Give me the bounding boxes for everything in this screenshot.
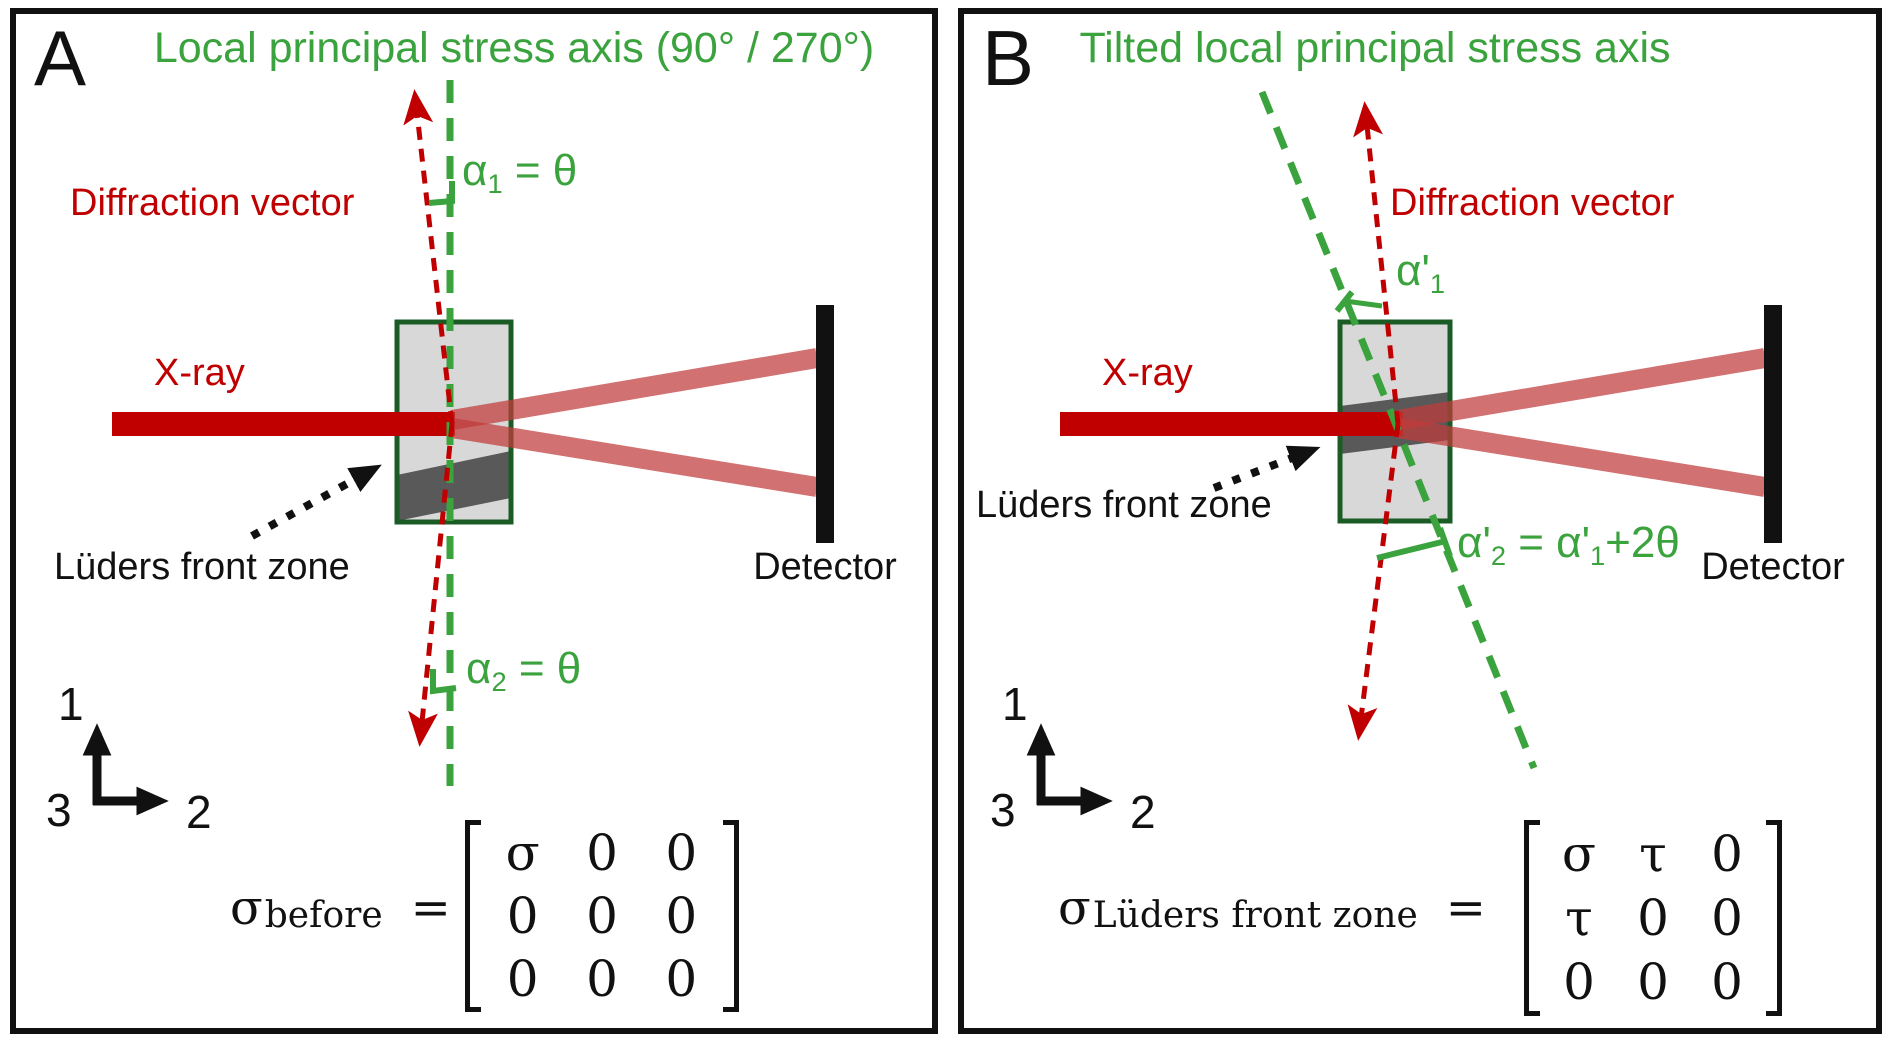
matrix-right-bracket xyxy=(723,820,739,1012)
axis-2-label-a: 2 xyxy=(186,786,212,838)
axis-3-label-b: 3 xyxy=(990,784,1016,836)
axis-3-label-a: 3 xyxy=(46,784,72,836)
stress-tensor-label-b: σ Lüders front zone = xyxy=(1058,880,1486,936)
matrix-cell: σ xyxy=(1561,825,1597,883)
matrix-cell: 0 xyxy=(1637,953,1669,1011)
matrix-cell: 0 xyxy=(665,886,698,945)
detector-label-b: Detector xyxy=(1701,546,1845,588)
matrix-cell: τ xyxy=(1639,825,1667,883)
xray-label-a: X-ray xyxy=(154,352,245,394)
luders-front-zone-label-b: Lüders front zone xyxy=(976,484,1272,526)
panel-label-b: B xyxy=(982,14,1035,102)
matrix-cell: 0 xyxy=(506,886,539,945)
panel-title-a: Local principal stress axis (90° / 270°) xyxy=(153,24,875,72)
angle-alpha2-label-a: α2 = θ xyxy=(466,644,582,698)
stress-tensor-label-a: σ before = xyxy=(230,880,451,936)
matrix-cell: 0 xyxy=(586,824,618,883)
axis-2-label-b: 2 xyxy=(1130,786,1156,838)
matrix-cell: 0 xyxy=(586,949,618,1008)
matrix-cell: 0 xyxy=(1637,889,1669,947)
detector-label-a: Detector xyxy=(753,546,897,588)
matrix-cell: 0 xyxy=(1711,953,1743,1011)
matrix-cell: τ xyxy=(1565,889,1593,947)
axis-1-label-b: 1 xyxy=(1002,678,1028,730)
stress-tensor-matrix-a: σ 0 0 0 0 0 0 0 0 xyxy=(465,820,739,1012)
matrix-cell: 0 xyxy=(1563,953,1595,1011)
xray-label-b: X-ray xyxy=(1102,352,1193,394)
matrix-left-bracket xyxy=(1524,820,1540,1016)
axis-1-label-a: 1 xyxy=(58,678,84,730)
matrix-cell: 0 xyxy=(665,824,698,883)
luders-front-zone-label-a: Lüders front zone xyxy=(54,546,350,588)
panel-title-b: Tilted local principal stress axis xyxy=(1079,24,1671,72)
matrix-cell: σ xyxy=(505,824,540,883)
angle-alpha1-label-b: α'1 xyxy=(1396,246,1446,300)
angle-alpha2-label-b: α'2 = α'1+2θ xyxy=(1457,518,1680,572)
matrix-cell: 0 xyxy=(665,949,698,1008)
angle-alpha1-label-a: α1 = θ xyxy=(462,146,578,200)
matrix-cell: 0 xyxy=(506,949,539,1008)
matrix-right-bracket xyxy=(1766,820,1782,1016)
matrix-cell: 0 xyxy=(1711,889,1743,947)
stress-tensor-matrix-b: σ τ 0 τ 0 0 0 0 0 xyxy=(1524,820,1782,1016)
panel-label-a: A xyxy=(34,14,87,102)
matrix-left-bracket xyxy=(465,820,481,1012)
diffraction-vector-label-a: Diffraction vector xyxy=(70,182,355,224)
matrix-cell: 0 xyxy=(586,886,618,945)
matrix-cell: 0 xyxy=(1711,825,1743,883)
diffraction-vector-label-b: Diffraction vector xyxy=(1390,182,1675,224)
